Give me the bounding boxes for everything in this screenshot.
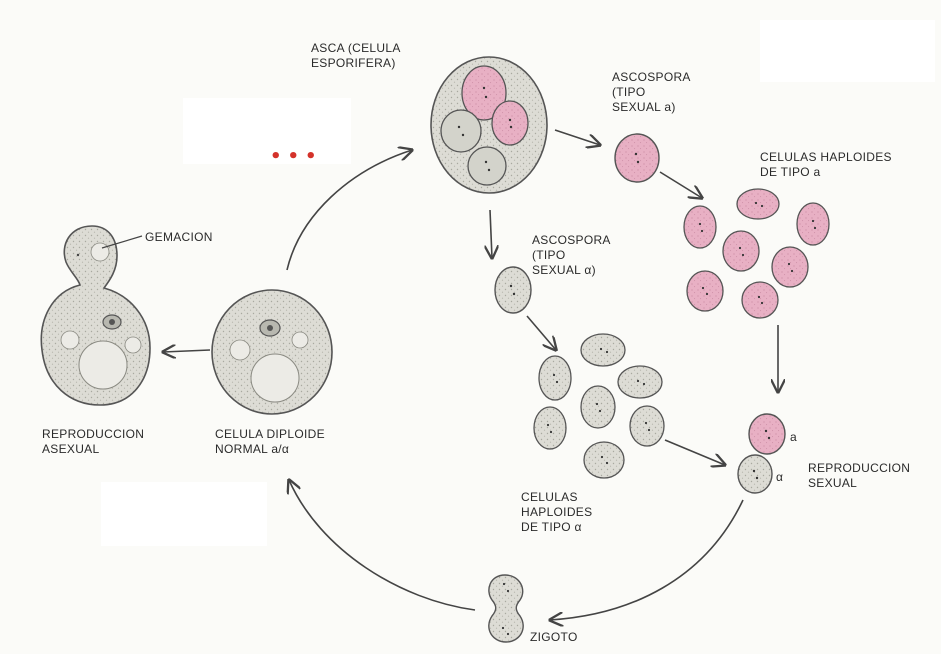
label-mating-a: a: [790, 430, 797, 445]
haploid-a-cluster: [684, 189, 829, 318]
arrow-asca-to-ascospora-alpha: [490, 210, 492, 258]
red-dots-mark: •••: [270, 146, 323, 167]
white-mask-top-left: [183, 98, 351, 164]
label-mating-alpha: α: [776, 470, 783, 485]
diploid-cell: [212, 290, 332, 414]
haploid-alpha-cluster: [534, 334, 664, 478]
label-zigoto: ZIGOTO: [530, 630, 578, 645]
arrow-diploide-to-asexual: [163, 350, 210, 352]
arrow-ascospora-alpha-to-haploides: [527, 316, 556, 350]
ascospora-alpha-cell: [495, 267, 531, 313]
asca-cell: [431, 57, 547, 193]
arrow-ascospora-a-to-haploides: [660, 172, 702, 198]
zygote-cell: [489, 575, 523, 642]
arrow-diploide-to-asca: [287, 150, 412, 270]
white-mask-top-right: [760, 20, 935, 82]
ascospora-a-cell: [615, 134, 659, 182]
budding-cell: [41, 226, 150, 405]
arrow-haploides-alpha-to-mating: [665, 440, 725, 465]
white-mask-bottom-left: [101, 482, 267, 546]
arrow-zigoto-to-diploide: [289, 480, 475, 610]
arrow-asca-to-ascospora-a: [555, 130, 600, 145]
label-gemacion: GEMACION: [145, 230, 213, 245]
